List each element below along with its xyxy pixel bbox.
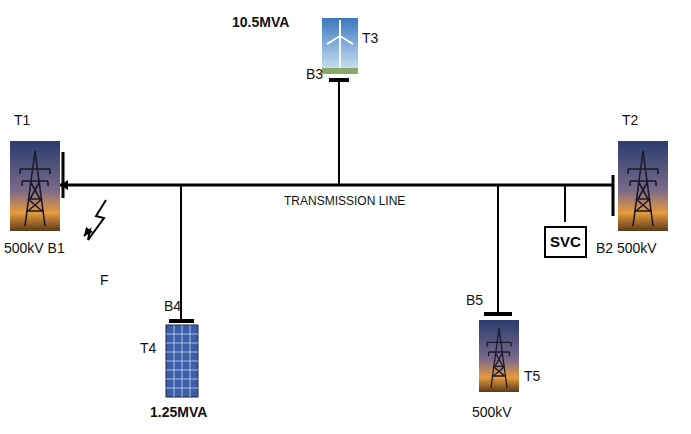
bus-bar <box>169 319 194 323</box>
transmission-line <box>60 184 614 187</box>
unit-name: T4 <box>140 340 156 356</box>
unit-name: T1 <box>14 112 30 128</box>
bus-name: B3 <box>306 66 323 82</box>
transformer-icon <box>10 141 60 231</box>
svc-box: SVC <box>544 226 587 258</box>
fault-name: F <box>100 272 109 288</box>
power-rating: 10.5MVA <box>232 14 289 30</box>
bus-bar <box>329 78 349 82</box>
branch-line <box>497 185 499 312</box>
fault-arrow <box>84 227 93 236</box>
bus-name: B4 <box>164 298 181 314</box>
bus-name: B5 <box>466 292 483 308</box>
branch-line <box>338 78 340 185</box>
bus-voltage: 500kV B1 <box>4 240 65 256</box>
voltage-rating: 500kV <box>472 404 512 420</box>
bus-voltage: B2 500kV <box>596 240 657 256</box>
bus-bar <box>484 312 512 316</box>
unit-name: T3 <box>362 30 378 46</box>
transformer-icon <box>618 141 668 231</box>
svc-link <box>564 185 566 222</box>
wind-turbine-icon <box>322 18 358 74</box>
svc-text: SVC <box>550 233 581 251</box>
bus-bar <box>62 152 65 198</box>
unit-name: T5 <box>524 368 540 384</box>
fault-symbol <box>84 200 106 240</box>
line-name: TRANSMISSION LINE <box>282 193 407 209</box>
solar-panel-icon <box>166 325 198 397</box>
bus-bar <box>612 175 615 216</box>
power-rating: 1.25MVA <box>150 404 207 420</box>
unit-name: T2 <box>622 112 638 128</box>
transformer-icon <box>479 320 519 392</box>
bus-marker <box>60 180 68 190</box>
